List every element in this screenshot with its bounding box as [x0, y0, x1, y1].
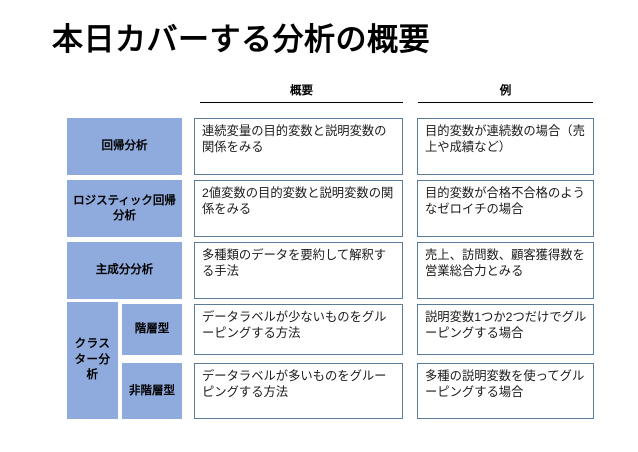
row-example-logistic-regression: 目的変数が合格不合格のようなゼロイチの場合 [417, 180, 594, 237]
column-header-overview-label: 概要 [290, 85, 313, 97]
column-header-overview-rule [200, 101, 403, 103]
row-label-logistic-regression: ロジスティック回帰分析 [67, 180, 182, 237]
row-example-hierarchical: 説明変数1つか2つだけでグルーピングする場合 [417, 304, 594, 355]
row-example-non-hierarchical: 多種の説明変数を使ってグルーピングする場合 [417, 363, 594, 419]
row-example-principal-component: 売上、訪問数、顧客獲得数を営業総合力とみる [417, 242, 594, 299]
column-header-example-label: 例 [499, 85, 512, 97]
row-overview-non-hierarchical: データラベルが多いものをグルーピングする方法 [194, 363, 403, 419]
row-label-regression: 回帰分析 [67, 118, 182, 175]
row-example-regression: 目的変数が連続数の場合（売上や成績など） [417, 118, 594, 175]
row-label-cluster-analysis-group: クラスター分析 [67, 302, 118, 419]
column-header-overview: 概要 [200, 85, 403, 103]
row-overview-hierarchical: データラベルが少ないものをグルーピングする方法 [194, 304, 403, 355]
page-title: 本日カバーする分析の概要 [52, 22, 430, 57]
row-label-principal-component: 主成分分析 [67, 242, 182, 299]
column-header-example: 例 [418, 85, 593, 103]
row-overview-logistic-regression: 2値変数の目的変数と説明変数の関係をみる [194, 180, 403, 237]
row-overview-regression: 連続変量の目的変数と説明変数の関係をみる [194, 118, 403, 175]
row-overview-principal-component: 多種類のデータを要約して解釈する手法 [194, 242, 403, 299]
row-label-hierarchical: 階層型 [122, 304, 182, 355]
column-header-example-rule [418, 101, 593, 103]
row-label-non-hierarchical: 非階層型 [122, 363, 182, 419]
